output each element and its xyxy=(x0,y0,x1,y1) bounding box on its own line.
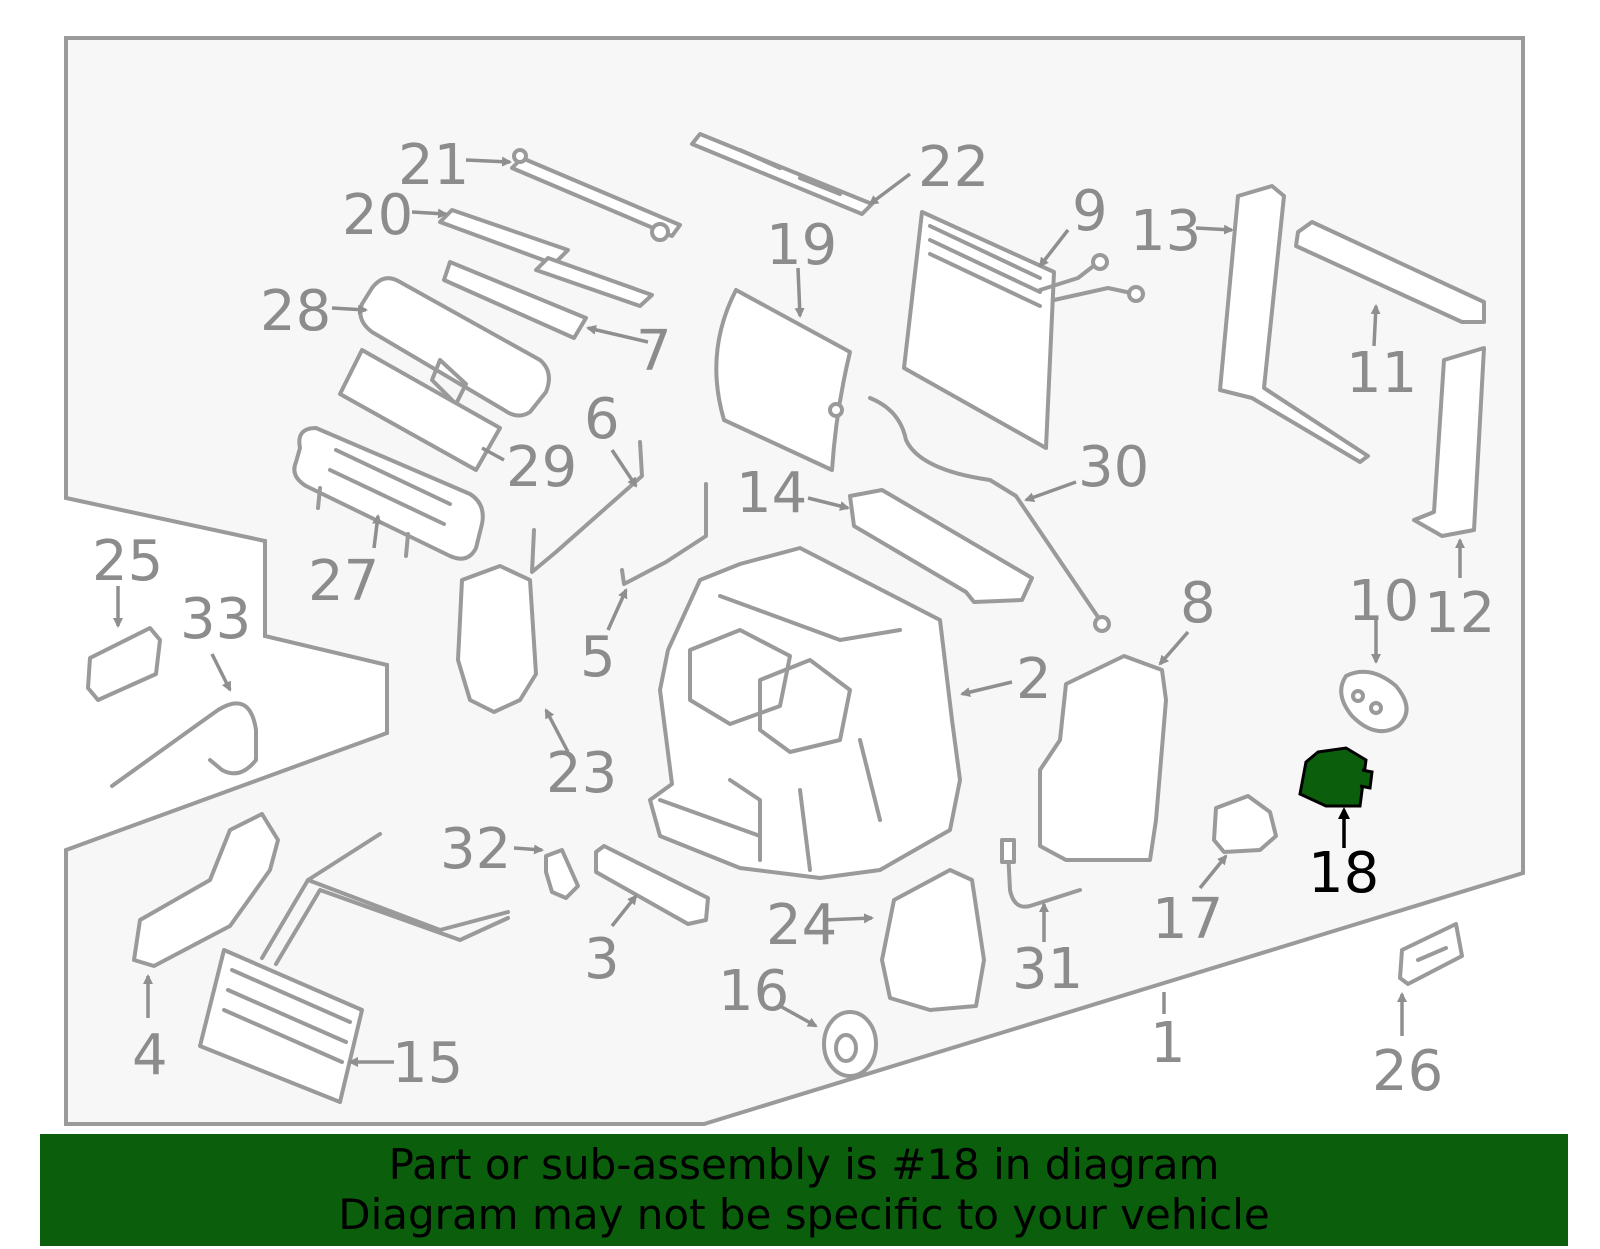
part-13-panel xyxy=(1218,184,1370,464)
part-15-heater-core xyxy=(198,832,510,1104)
callout-4: 4 xyxy=(132,1023,168,1088)
callout-30: 30 xyxy=(1078,435,1149,500)
callout-labels: 21 20 22 19 9 13 11 12 28 7 29 6 27 14 3… xyxy=(92,133,1495,1104)
leader-lines xyxy=(113,156,1465,1067)
callout-6: 6 xyxy=(584,387,620,452)
callout-31: 31 xyxy=(1012,937,1083,1002)
callout-10: 10 xyxy=(1348,569,1419,634)
callout-11: 11 xyxy=(1346,341,1417,406)
part-31-wire xyxy=(1006,848,1082,909)
info-banner: Part or sub-assembly is #18 in diagram D… xyxy=(40,1134,1568,1246)
part-10-grommet xyxy=(1339,669,1409,734)
part-25-bracket xyxy=(86,626,162,702)
callout-12: 12 xyxy=(1424,581,1495,646)
callout-22: 22 xyxy=(918,135,989,200)
callout-13: 13 xyxy=(1130,199,1201,264)
part-12-panel xyxy=(1412,346,1486,538)
part-6-pipe xyxy=(530,440,644,574)
part-32-sensor xyxy=(544,848,580,900)
callout-28: 28 xyxy=(260,279,331,344)
part-31-connector xyxy=(1000,838,1016,864)
part-14-duct xyxy=(848,488,1034,604)
callout-26: 26 xyxy=(1372,1039,1443,1104)
callout-15: 15 xyxy=(392,1031,463,1096)
banner-line-1: Part or sub-assembly is #18 in diagram xyxy=(388,1140,1220,1189)
part-26-bracket xyxy=(1398,922,1464,986)
callout-24: 24 xyxy=(766,893,837,958)
callout-27: 27 xyxy=(308,549,379,614)
part-5-pipe xyxy=(620,482,708,586)
part-2-hvac-case xyxy=(648,546,962,880)
part-21-strip xyxy=(510,148,682,242)
part-17-module xyxy=(1212,794,1278,854)
part-16-seal xyxy=(822,1010,878,1078)
callout-19: 19 xyxy=(766,213,837,278)
callout-32: 32 xyxy=(440,817,511,882)
callout-33: 33 xyxy=(180,587,251,652)
callout-8: 8 xyxy=(1180,571,1216,636)
callout-3: 3 xyxy=(584,927,620,992)
callout-17: 17 xyxy=(1152,887,1223,952)
callout-16: 16 xyxy=(718,959,789,1024)
callout-9: 9 xyxy=(1072,179,1108,244)
callout-23: 23 xyxy=(546,741,617,806)
part-29-filter xyxy=(338,348,502,472)
part-30-fitting xyxy=(1093,615,1111,633)
part-33-hose xyxy=(110,701,258,788)
banner-line-2: Diagram may not be specific to your vehi… xyxy=(338,1190,1270,1239)
part-19-door xyxy=(714,288,852,472)
part-30-pipe xyxy=(868,396,1102,622)
part-24-housing xyxy=(880,868,986,1012)
part-18-module xyxy=(1298,746,1374,808)
callout-2: 2 xyxy=(1016,647,1052,712)
part-9-evaporator xyxy=(902,210,1145,450)
callout-21: 21 xyxy=(398,133,469,198)
part-3-seal xyxy=(594,844,710,926)
part-22-filter xyxy=(690,132,874,216)
part-8-housing xyxy=(1038,654,1168,862)
callout-25: 25 xyxy=(92,529,163,594)
callout-20: 20 xyxy=(342,183,413,248)
callout-29: 29 xyxy=(506,435,577,500)
callout-14: 14 xyxy=(736,461,807,526)
part-23-housing xyxy=(456,564,538,714)
callout-18: 18 xyxy=(1308,841,1379,906)
part-11-panel xyxy=(1294,220,1486,324)
callout-1: 1 xyxy=(1150,1011,1186,1076)
part-27-blower-case xyxy=(292,426,485,561)
callout-7: 7 xyxy=(636,319,672,384)
callout-5: 5 xyxy=(580,625,616,690)
part-4-duct xyxy=(132,812,280,968)
part-7-frame xyxy=(442,260,588,340)
